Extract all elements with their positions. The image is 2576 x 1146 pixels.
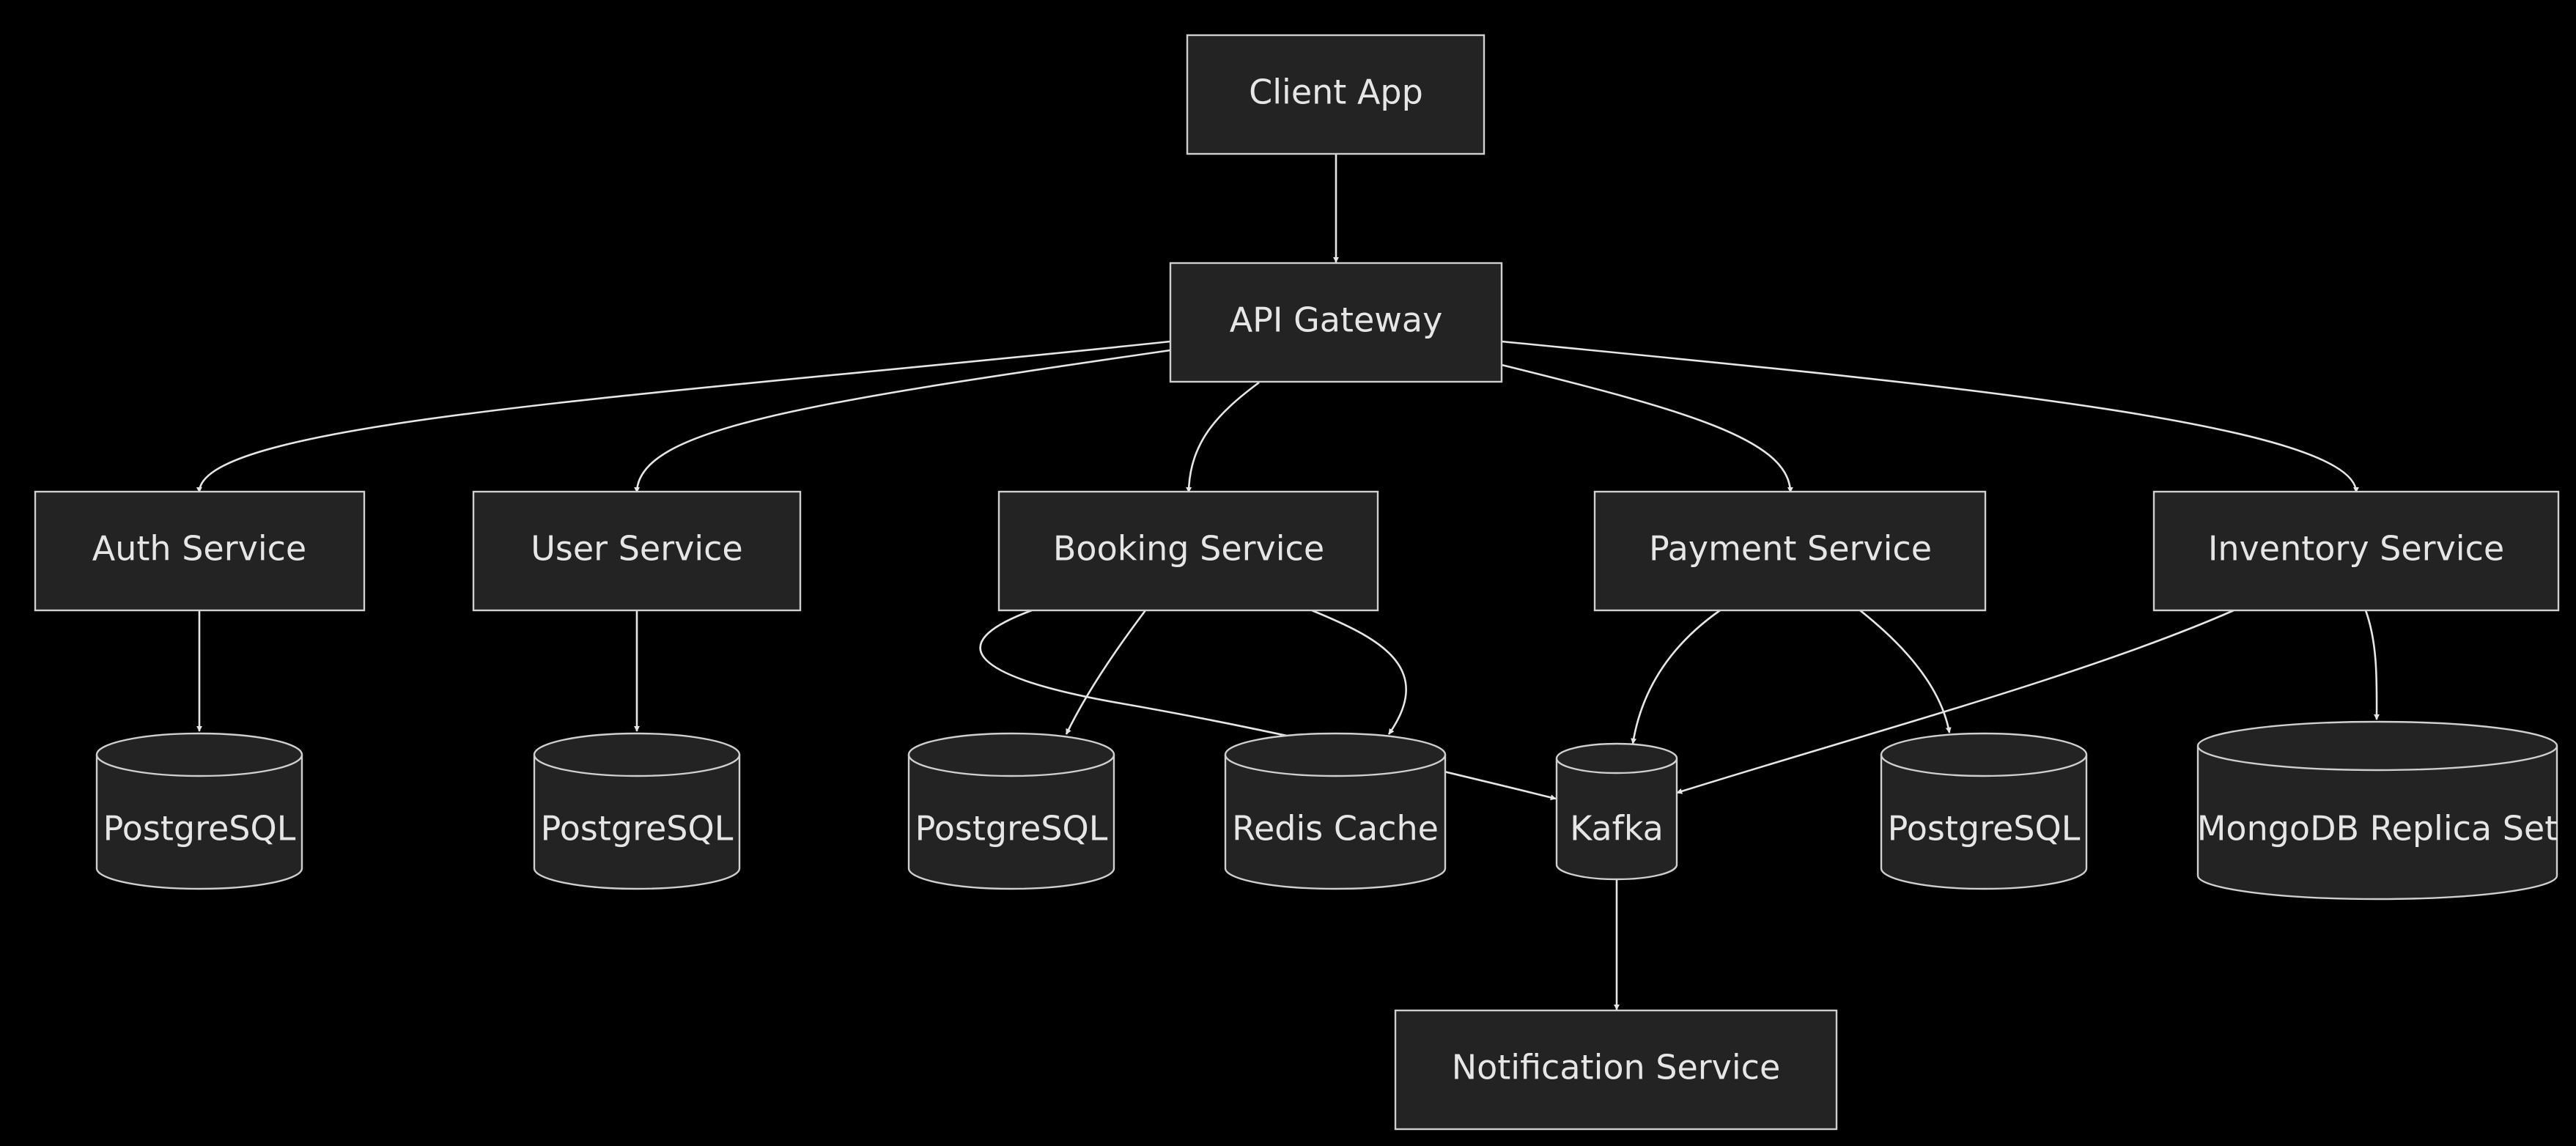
payment-db-label: PostgreSQL (1888, 809, 2081, 849)
client-app-label: Client App (1249, 73, 1423, 112)
booking-service-label: Booking Service (1053, 529, 1324, 569)
db-payment-postgresql[interactable]: PostgreSQL (1880, 732, 2088, 890)
edge-gateway-to-user (634, 349, 1171, 493)
user-db-label: PostgreSQL (541, 809, 734, 849)
edge-gateway-to-inventory (1501, 340, 2359, 493)
db-auth-postgresql[interactable]: PostgreSQL (95, 732, 303, 890)
edge-gateway-to-auth (196, 340, 1171, 493)
db-user-postgresql[interactable]: PostgreSQL (533, 732, 741, 890)
edge-booking-to-db (1065, 610, 1147, 735)
auth-service-label: Auth Service (92, 529, 306, 569)
edge-payment-to-kafka (1631, 609, 1721, 744)
db-booking-postgresql[interactable]: PostgreSQL (907, 732, 1115, 890)
user-service-label: User Service (531, 529, 742, 569)
node-payment-service[interactable]: Payment Service (1593, 490, 1987, 612)
inventory-service-label: Inventory Service (2208, 529, 2504, 569)
edge-booking-to-kafka (979, 609, 1557, 801)
edge-payment-to-db (1859, 609, 1952, 733)
edge-gateway-to-payment (1501, 363, 1793, 493)
node-user-service[interactable]: User Service (472, 490, 802, 612)
edge-inventory-to-mongodb (2364, 610, 2380, 720)
node-inventory-service[interactable]: Inventory Service (2152, 490, 2560, 612)
payment-service-label: Payment Service (1649, 529, 1932, 569)
notification-service-label: Notification Service (1452, 1048, 1781, 1087)
mongodb-label: MongoDB Replica Set (2197, 809, 2558, 849)
edges (196, 154, 2380, 1010)
edge-booking-to-redis (1311, 609, 1407, 735)
db-redis-cache[interactable]: Redis Cache (1224, 732, 1447, 890)
node-client-app[interactable]: Client App (1186, 34, 1486, 155)
kafka-label: Kafka (1570, 809, 1664, 849)
node-booking-service[interactable]: Booking Service (997, 490, 1379, 612)
queue-kafka[interactable]: Kafka (1555, 742, 1678, 881)
redis-cache-label: Redis Cache (1232, 809, 1439, 849)
auth-db-label: PostgreSQL (103, 809, 296, 849)
db-mongodb-replica-set[interactable]: MongoDB Replica Set (2197, 720, 2558, 901)
edge-inventory-to-kafka (1676, 609, 2234, 794)
node-auth-service[interactable]: Auth Service (34, 490, 366, 612)
api-gateway-label: API Gateway (1230, 300, 1443, 340)
node-api-gateway[interactable]: API Gateway (1169, 262, 1503, 383)
booking-db-label: PostgreSQL (915, 809, 1108, 849)
node-notification-service[interactable]: Notification Service (1394, 1009, 1838, 1131)
edge-gateway-to-booking (1186, 381, 1260, 493)
